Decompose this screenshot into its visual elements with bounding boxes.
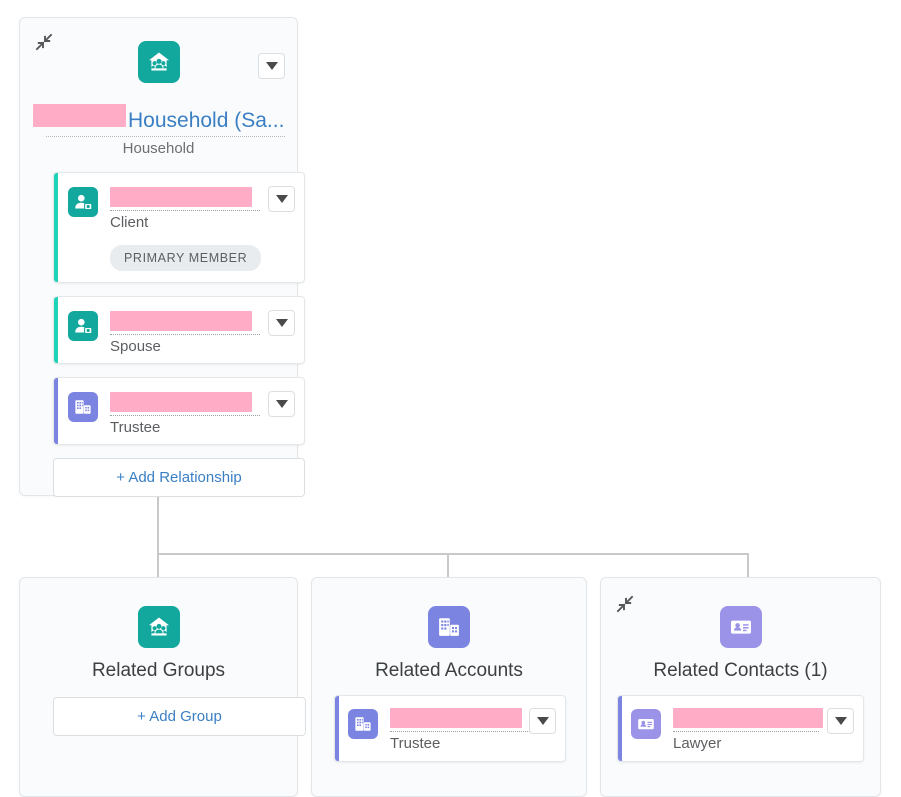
collapse-arrows-icon[interactable] <box>615 594 635 614</box>
chevron-down-icon <box>834 717 847 725</box>
connector-drop-accounts <box>447 553 449 577</box>
household-title-underline <box>46 136 285 137</box>
redacted-member-name <box>110 187 252 207</box>
related-groups-title: Related Groups <box>91 660 226 681</box>
household-icon <box>137 606 180 648</box>
contact-role-label: Lawyer <box>673 735 722 752</box>
member-row-spouse[interactable]: Spouse <box>53 296 305 364</box>
household-title-link[interactable]: Household (Sa... <box>128 109 285 132</box>
connector-horizontal-bus <box>157 553 749 555</box>
row-name-underline <box>390 731 530 732</box>
account-menu-caret[interactable] <box>529 708 556 734</box>
related-account-row[interactable]: Trustee <box>334 695 566 762</box>
building-account-icon <box>428 606 470 648</box>
connector-drop-groups <box>157 553 159 577</box>
household-card: Household (Sa... Household Client <box>19 17 305 497</box>
add-relationship-button[interactable]: + Add Relationship <box>53 458 305 497</box>
related-contacts-title: Related Contacts (1) <box>653 660 828 681</box>
household-menu-caret[interactable] <box>258 53 285 79</box>
row-accent-bar <box>335 696 339 761</box>
household-subtitle: Household <box>122 140 195 157</box>
related-accounts-card: Related Accounts <box>311 577 587 797</box>
redacted-contact-name <box>673 708 823 728</box>
household-icon <box>137 41 180 83</box>
primary-member-badge: PRIMARY MEMBER <box>110 245 262 271</box>
account-role-label: Trustee <box>390 735 441 752</box>
row-name-underline <box>110 334 260 335</box>
connector-drop-contacts <box>747 553 749 577</box>
row-accent-bar <box>618 696 622 761</box>
member-role-label: Spouse <box>110 338 161 355</box>
member-menu-caret[interactable] <box>268 310 295 336</box>
chevron-down-icon <box>536 717 549 725</box>
contact-menu-caret[interactable] <box>827 708 854 734</box>
chevron-down-icon <box>265 62 278 70</box>
related-contact-row[interactable]: Lawyer <box>617 695 864 762</box>
chevron-down-icon <box>275 400 288 408</box>
building-account-icon <box>348 709 378 739</box>
add-group-button[interactable]: + Add Group <box>53 697 306 736</box>
row-name-underline <box>110 210 260 211</box>
connector-trunk-vertical <box>157 496 159 555</box>
redacted-member-name <box>110 392 252 412</box>
redacted-account-name <box>390 708 522 728</box>
row-accent-bar <box>54 173 58 282</box>
related-accounts-title: Related Accounts <box>375 660 523 681</box>
household-title-row: Household (Sa... <box>33 104 287 133</box>
household-card-header: Household (Sa... Household <box>20 18 297 157</box>
member-menu-caret[interactable] <box>268 186 295 212</box>
related-groups-card: Related Groups + Add Group <box>19 577 306 797</box>
row-name-underline <box>673 731 819 732</box>
building-account-icon <box>68 392 98 422</box>
related-contacts-card: Related Contacts (1) Lawyer <box>600 577 881 797</box>
collapse-arrows-icon[interactable] <box>34 32 54 52</box>
row-accent-bar <box>54 378 58 444</box>
contact-card-icon <box>719 606 762 648</box>
chevron-down-icon <box>275 195 288 203</box>
member-menu-caret[interactable] <box>268 391 295 417</box>
contact-card-icon <box>631 709 661 739</box>
row-name-underline <box>110 415 260 416</box>
member-row-trustee[interactable]: Trustee <box>53 377 305 445</box>
row-accent-bar <box>54 297 58 363</box>
redacted-member-name <box>110 311 252 331</box>
member-role-label: Trustee <box>110 419 161 436</box>
redacted-household-name <box>33 104 126 127</box>
member-role-label: Client <box>110 214 149 231</box>
person-client-icon <box>68 311 98 341</box>
person-client-icon <box>68 187 98 217</box>
chevron-down-icon <box>275 319 288 327</box>
member-row-client[interactable]: Client PRIMARY MEMBER <box>53 172 305 283</box>
